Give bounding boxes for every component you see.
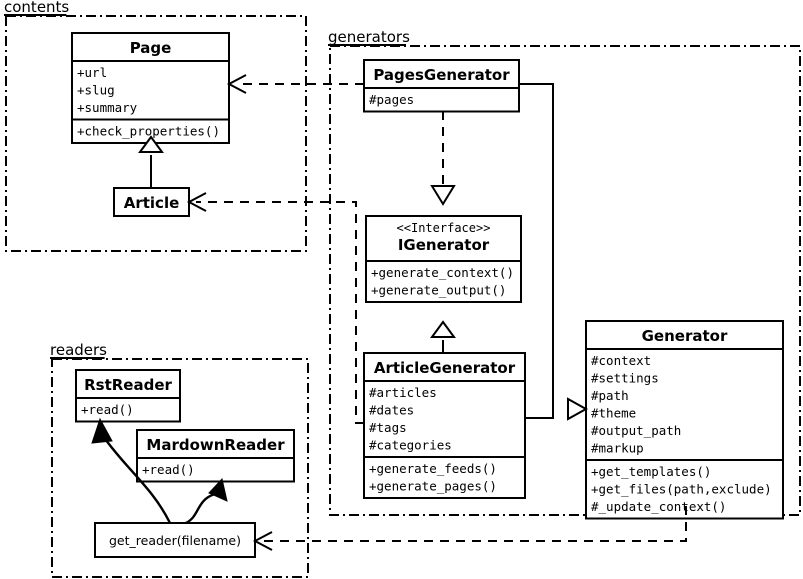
function-box-get_reader[interactable]: [94, 522, 256, 558]
class-method-generator: +get_templates(): [591, 464, 711, 479]
class-method-generator: #_update_context(): [591, 499, 726, 514]
class-rst_reader[interactable]: RstReader +read(): [75, 369, 181, 423]
dependency-articlegenerator-article-arrow: [186, 192, 207, 212]
class-attribute-generator: #markup: [591, 441, 644, 456]
flow-getreader-markdownreader-curve: [185, 492, 216, 525]
class-name-pages_generator: PagesGenerator: [373, 66, 510, 84]
relationship-layer: [91, 74, 687, 551]
class-attribute-generator: #settings: [591, 371, 659, 386]
function-label-get_reader: get_reader(filename): [109, 533, 241, 548]
class-method-generator: +get_files(path,exclude): [591, 482, 772, 497]
class-attribute-pages_generator: #pages: [369, 92, 414, 107]
class-igenerator[interactable]: <<Interface>>IGenerator +generate_context…: [365, 215, 522, 303]
class-box-markdown_reader[interactable]: [136, 429, 295, 483]
class-box-article_generator[interactable]: [363, 352, 526, 499]
generalization-articlegenerator-igenerator-triangle: [430, 320, 456, 338]
generalization-articlegenerator-generator-line: [525, 409, 554, 419]
class-attribute-generator: #output_path: [591, 423, 681, 438]
dependency-articlegenerator-article-line: [196, 201, 364, 424]
class-pages_generator[interactable]: PagesGenerator #pages: [363, 59, 520, 113]
class-method-article_generator: +generate_pages(): [369, 479, 497, 494]
class-box-generator[interactable]: [585, 320, 784, 520]
package-generators: generators: [328, 28, 801, 516]
package-readers: readers: [50, 341, 309, 578]
generalization-article-page-triangle: [138, 135, 164, 153]
class-box-page[interactable]: [71, 32, 230, 144]
class-name-markdown_reader: MardownReader: [146, 436, 285, 454]
flow-getreader-rstreader-arrowhead: [91, 417, 113, 444]
function-get_reader[interactable]: get_reader(filename): [94, 522, 256, 558]
class-name-rst_reader: RstReader: [84, 376, 172, 394]
class-box-pages_generator[interactable]: [363, 59, 520, 113]
package-label-contents: contents: [4, 0, 69, 16]
class-attribute-page: +slug: [77, 83, 115, 98]
class-attribute-article_generator: #dates: [369, 403, 414, 418]
dependency-pagesgenerator-page-arrow: [226, 74, 247, 94]
package-border-readers: [51, 358, 309, 578]
class-generator[interactable]: Generator #context #settings #path #theme #ou…: [585, 320, 784, 520]
class-method-article_generator: +generate_feeds(): [369, 461, 497, 476]
class-method-page: +check_properties(): [77, 124, 220, 139]
class-attribute-article_generator: #tags: [369, 420, 407, 435]
flow-getreader-rstreader-curve: [102, 435, 172, 524]
package-border-contents: [5, 15, 307, 252]
class-name-igenerator: IGenerator: [398, 236, 490, 254]
class-attribute-article_generator: #articles: [369, 385, 437, 400]
generalization-pagesgenerator-generator-line: [519, 83, 554, 409]
class-method-igenerator: +generate_context(): [371, 265, 514, 280]
class-stereotype-igenerator: <<Interface>>: [397, 221, 491, 235]
class-method-markdown_reader: +read(): [142, 462, 195, 477]
class-attribute-article_generator: #categories: [369, 438, 452, 453]
package-border-generators: [329, 45, 801, 516]
class-attribute-generator: #context: [591, 353, 651, 368]
class-article[interactable]: Article: [113, 187, 190, 217]
generalization-generator-triangle: [567, 397, 589, 421]
package-label-readers: readers: [50, 341, 107, 359]
class-method-rst_reader: +read(): [81, 402, 134, 417]
realization-pagesgenerator-igenerator-triangle: [430, 185, 456, 206]
package-contents: contents: [4, 0, 307, 252]
dependency-generator-getreader-arrow: [252, 531, 273, 551]
class-name-article_generator: ArticleGenerator: [374, 359, 516, 377]
class-name-page: Page: [130, 39, 172, 57]
class-method-igenerator: +generate_output(): [371, 283, 506, 298]
class-name-article: Article: [124, 194, 180, 212]
package-label-generators: generators: [328, 28, 410, 46]
class-markdown_reader[interactable]: MardownReader +read(): [136, 429, 295, 483]
flow-getreader-markdownreader-arrowhead: [208, 477, 228, 502]
class-page[interactable]: Page +url +slug +summary +check_properties(): [71, 32, 230, 144]
class-attribute-page: +url: [77, 65, 107, 80]
class-attribute-generator: #path: [591, 388, 629, 403]
dependency-generator-getreader-line: [262, 506, 687, 542]
class-box-rst_reader[interactable]: [75, 369, 181, 423]
class-attribute-page: +summary: [77, 100, 138, 115]
class-name-generator: Generator: [642, 327, 728, 345]
class-attribute-generator: #theme: [591, 406, 636, 421]
class-article_generator[interactable]: ArticleGenerator #articles #dates #tags #cat…: [363, 352, 526, 499]
class-box-igenerator[interactable]: [365, 215, 522, 303]
